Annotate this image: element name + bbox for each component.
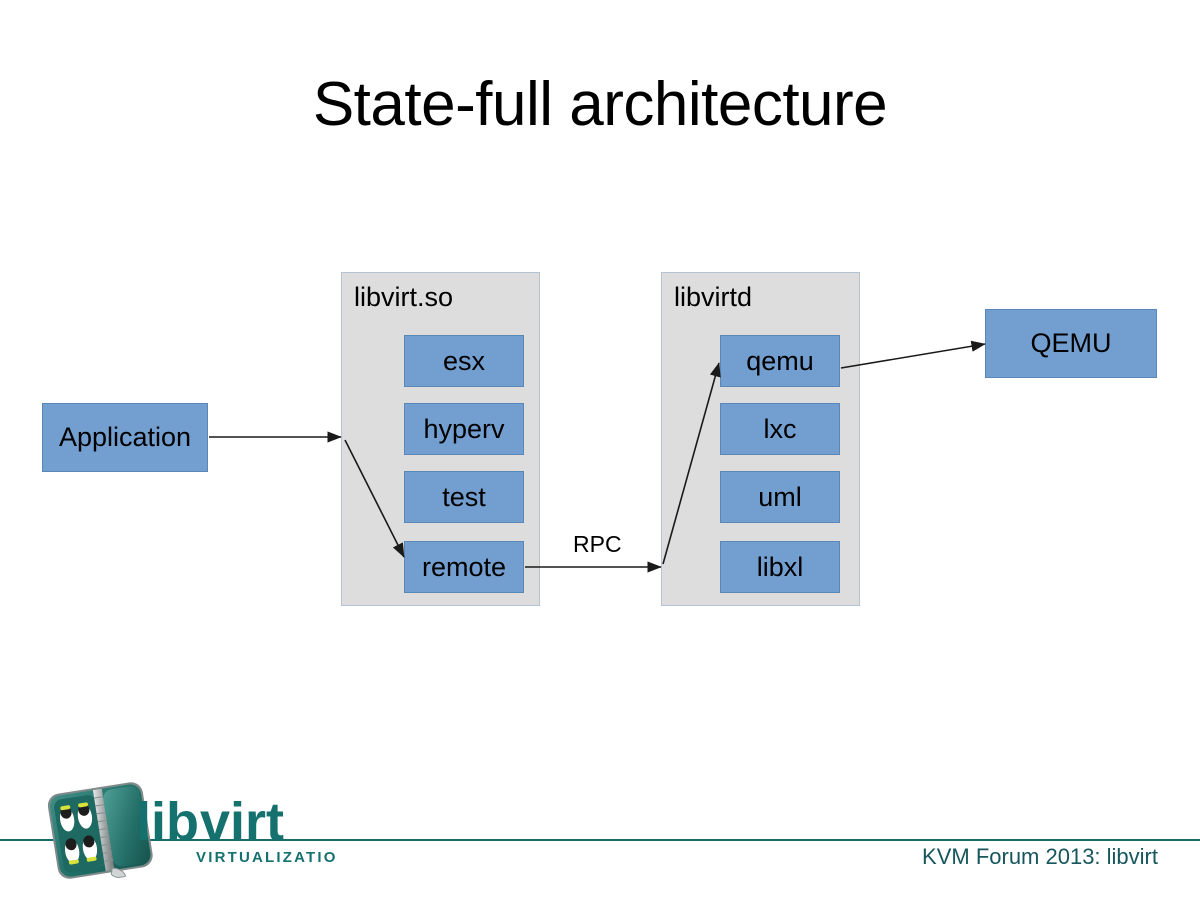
node-application: Application: [42, 403, 208, 472]
libvirt-logo: lib virt VIRTUALIZATION API: [48, 778, 338, 886]
driver-box-hyperv: hyperv: [404, 403, 524, 455]
group-libvirt-so-label: libvirt.so: [354, 282, 454, 312]
driver-box-libxl: libxl: [720, 541, 840, 593]
driver-box-uml: uml: [720, 471, 840, 523]
logo-wordmark-lib: lib: [136, 792, 199, 852]
driver-box-qemu: qemu: [720, 335, 840, 387]
logo-wordmark-virt: virt: [200, 792, 284, 852]
driver-box-test: test: [404, 471, 524, 523]
page-title: State-full architecture: [312, 70, 888, 139]
driver-box-remote: remote: [404, 541, 524, 593]
logo-tagline: VIRTUALIZATION API: [196, 849, 338, 866]
footer-text: KVM Forum 2013: libvirt: [922, 844, 1158, 869]
driver-box-esx: esx: [404, 335, 524, 387]
libvirt-logo-icon: lib virt VIRTUALIZATION API: [48, 782, 338, 879]
footer-divider: [0, 839, 1200, 841]
group-libvirtd-label: libvirtd: [674, 282, 753, 312]
node-qemu-process: QEMU: [985, 309, 1157, 378]
penguin-glyphs: [59, 802, 98, 865]
edge-label-rpc: RPC: [573, 531, 622, 557]
libvirt-case-icon: [48, 782, 153, 879]
arrow-qemu-driver-to-qemu-process: [840, 340, 986, 369]
driver-box-lxc: lxc: [720, 403, 840, 455]
